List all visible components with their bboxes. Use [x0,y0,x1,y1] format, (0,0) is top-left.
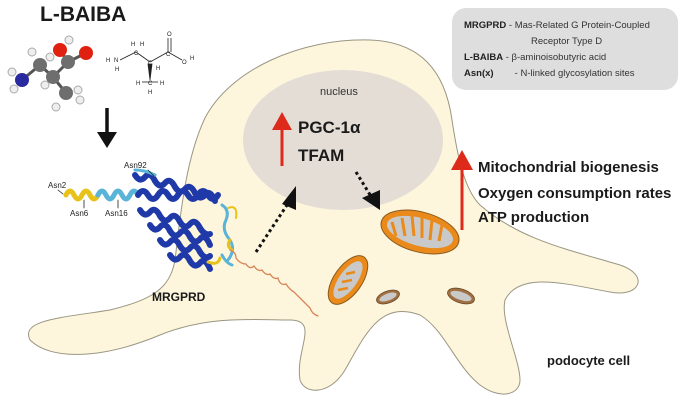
asn2-label: Asn2 [48,181,67,190]
legend-entry-mrgprd: MRGPRD - Mas-Related G Protein-Coupled [464,20,650,31]
nucleus [243,70,443,210]
tfam-label: TFAM [298,146,345,165]
legend-separator: - [505,52,509,63]
mitochondrion-small [376,289,400,305]
l-baiba-title: L-BAIBA [40,3,127,26]
legend-separator: - [514,68,518,79]
formula-atom: H [131,42,135,48]
l-baiba-structural-formula [119,38,183,83]
legend-entry-asn: Asn(x) - N-linked glycosylation sites [464,68,635,79]
asn92-label: Asn92 [124,161,147,170]
effect-oxygen-consumption: Oxygen consumption rates [478,185,672,202]
effect-atp-production: ATP production [478,209,590,226]
legend-definition: Mas-Related G Protein-Coupled [514,20,650,31]
formula-atom: H [148,90,152,96]
formula-atom: C [148,61,153,67]
mitochondrion-medium [327,255,369,305]
nucleus-up-arrow-icon [272,112,292,166]
formula-atom: H [190,56,194,62]
mrgprd-label: MRGPRD [152,290,206,304]
legend-definition: β-aminoisobutyric acid [511,52,607,63]
down-arrow-icon [97,108,117,148]
formula-atom: H [140,42,144,48]
formula-atom: H [106,58,110,64]
pgc-1-alpha-label: PGC-1α [298,118,361,137]
asn6-label: Asn6 [70,209,89,218]
l-baiba-ball-and-stick-model [7,35,93,112]
legend-definition: N-linked glycosylation sites [520,68,635,79]
mitochondrion-small [447,287,475,305]
formula-atom: H [136,81,140,87]
formula-atom: N [114,58,118,64]
legend-entry-l-baiba: L-BAIBA - β-aminoisobutyric acid [464,52,606,63]
legend-box: MRGPRD - Mas-Related G Protein-Coupled R… [452,8,678,90]
effect-mitochondrial-biogenesis: Mitochondrial biogenesis [478,159,659,176]
formula-atom: H [160,81,164,87]
formula-atom: O [182,60,187,66]
nucleus-label: nucleus [320,86,358,98]
legend-term: MRGPRD [464,20,507,31]
mrgprd-receptor-structure [57,168,319,317]
dotted-arrow-to-mitochondria-icon [354,171,380,210]
asn16-label: Asn16 [105,209,128,218]
podocyte-cell-label: podocyte cell [547,353,631,368]
formula-atom: H [115,67,119,73]
formula-atom: O [167,32,172,38]
effects-up-arrow-icon [451,150,473,230]
formula-atom: H [156,66,160,72]
legend-term: L-BAIBA [464,52,504,63]
formula-atom: C [166,52,171,58]
dotted-arrow-to-nucleus-icon [254,186,296,253]
formula-atom: C [134,51,139,57]
mitochondrion-large [380,209,460,255]
legend-separator: - [508,20,513,31]
legend-term: Asn(x) [464,68,494,79]
legend-definition-continued: Receptor Type D [531,36,603,47]
formula-atom: C [148,81,153,87]
